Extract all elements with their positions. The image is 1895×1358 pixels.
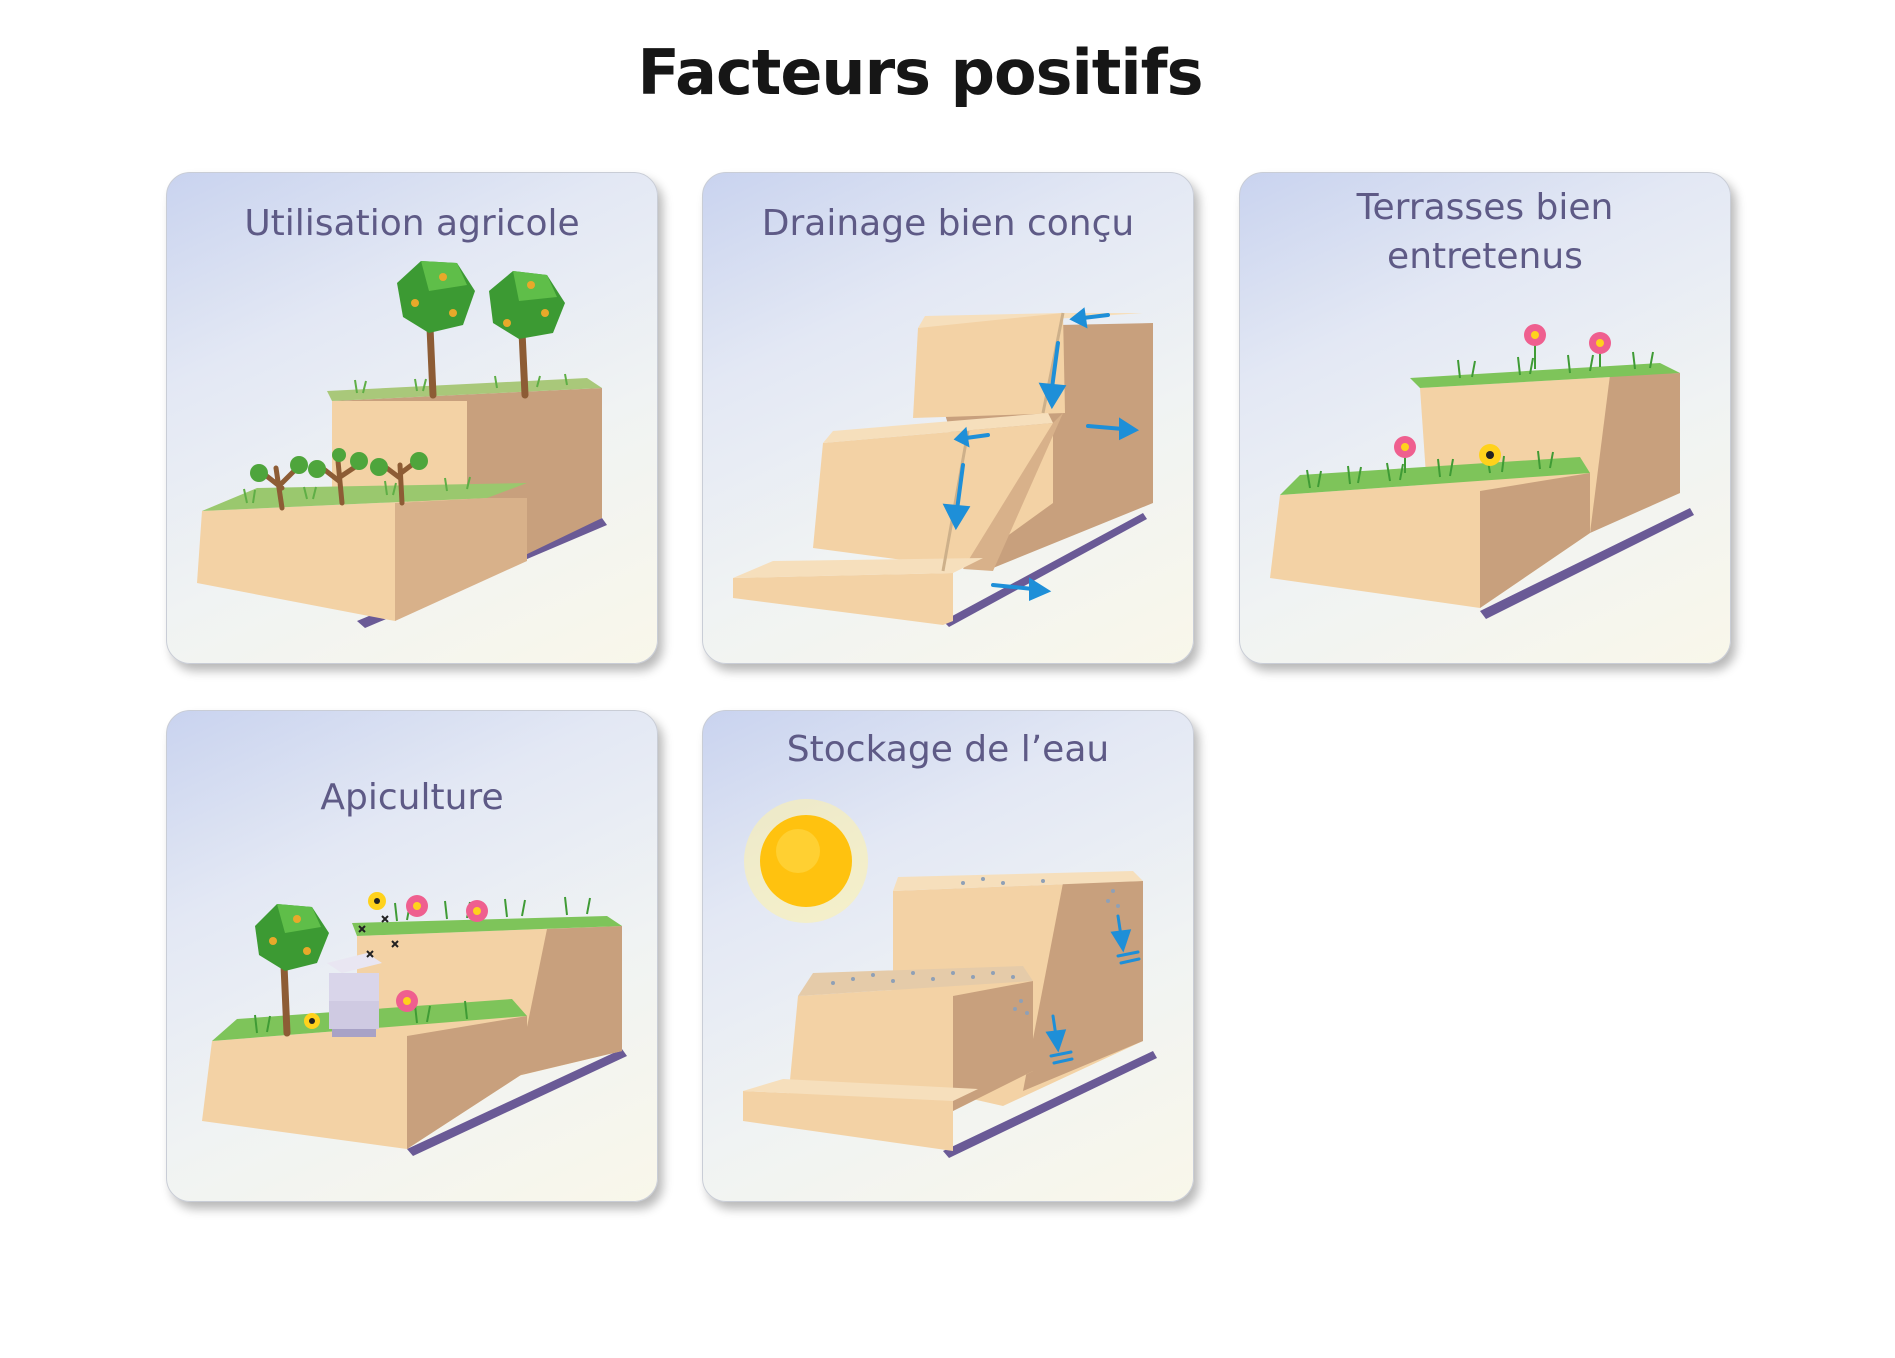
terrace-beekeeping-illustration <box>202 892 627 1156</box>
card-label: Stockage de l’eau <box>786 729 1110 770</box>
card-label: Terrasses bien entretenus <box>1356 187 1614 277</box>
card-water-storage: Stockage de l’eau <box>702 710 1194 1202</box>
card-well-designed-drainage: Drainage bien conçu <box>702 172 1194 664</box>
page-title: Facteurs positifs <box>637 36 1203 109</box>
card-label: Utilisation agricole <box>244 203 580 244</box>
card-label: Apiculture <box>320 777 504 818</box>
card-agricultural-use: Utilisation agricole <box>166 172 658 664</box>
terrace-agriculture-illustration <box>197 261 607 628</box>
terrace-drainage-illustration <box>733 307 1153 627</box>
sun-icon <box>744 799 868 923</box>
terrace-water-storage-illustration <box>743 799 1157 1158</box>
card-label: Drainage bien conçu <box>761 203 1135 244</box>
terrace-maintained-illustration <box>1270 324 1694 619</box>
card-beekeeping: Apiculture <box>166 710 658 1202</box>
card-well-maintained-terraces: Terrasses bien entretenus <box>1239 172 1731 664</box>
